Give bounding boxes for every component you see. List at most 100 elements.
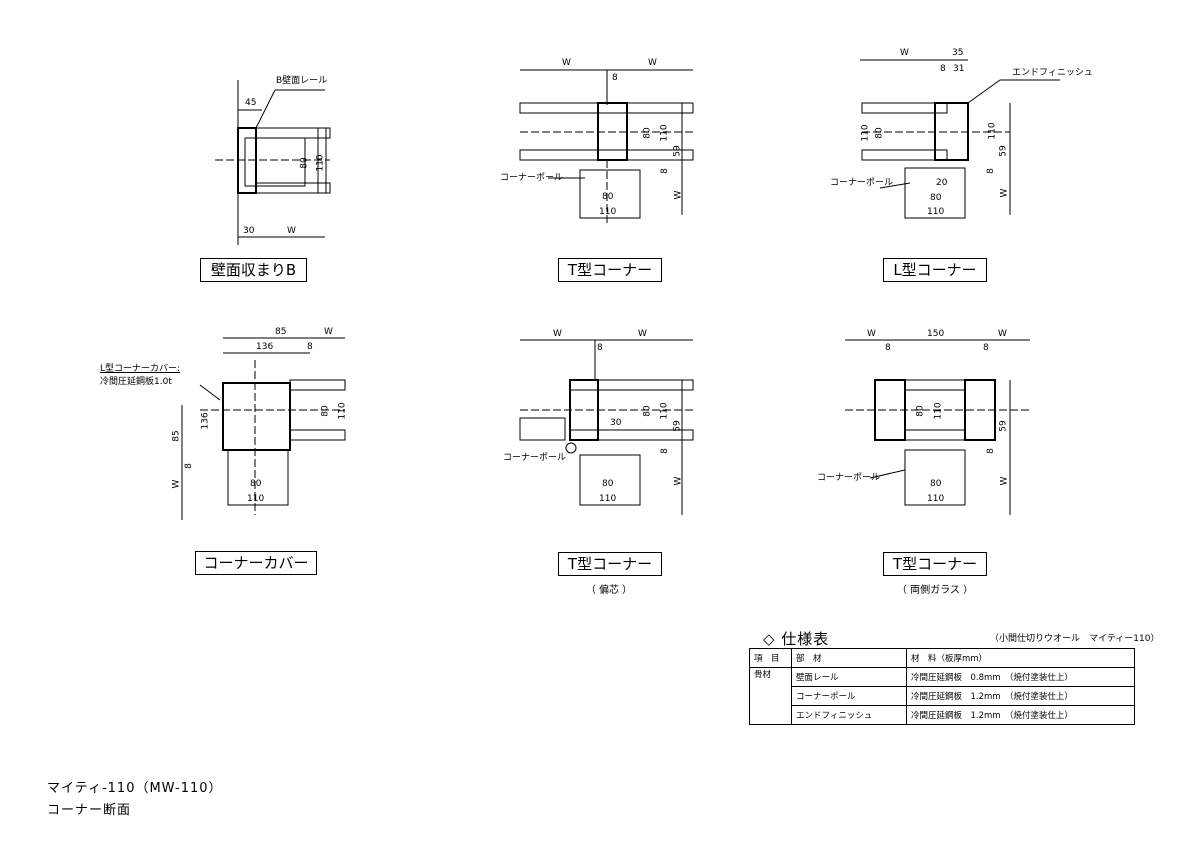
table-row: コーナーポール 冷間圧延鋼板 1.2mm （焼付塗装仕上） bbox=[750, 686, 1135, 706]
dim-label: 80 bbox=[642, 127, 653, 139]
dim-label: 80 bbox=[602, 192, 614, 202]
diagram-l-corner bbox=[860, 59, 1060, 219]
dim-label: 8 bbox=[183, 463, 194, 469]
dim-label: 110 bbox=[659, 402, 670, 420]
dim-label: 110 bbox=[927, 494, 945, 504]
leader-label: L型コーナーカバー: bbox=[100, 364, 181, 374]
dim-label: 30 bbox=[243, 226, 255, 236]
dim-label: 59 bbox=[672, 420, 683, 432]
header-part: 部 材 bbox=[791, 648, 907, 668]
dim-label: 35 bbox=[952, 48, 964, 58]
dim-label: 31 bbox=[953, 64, 965, 74]
dim-label: 110 bbox=[599, 207, 617, 217]
dim-label: W bbox=[171, 479, 182, 489]
dim-label: 8 bbox=[659, 168, 670, 174]
dim-label: 136 bbox=[200, 412, 211, 430]
dim-label: 8 bbox=[885, 343, 891, 353]
dim-label: W bbox=[867, 329, 876, 339]
diagram-title: L型コーナー bbox=[883, 258, 987, 282]
dim-label: 80 bbox=[915, 405, 926, 417]
dim-label: W bbox=[998, 329, 1007, 339]
dim-label: 80 bbox=[250, 479, 262, 489]
dim-label: W bbox=[562, 58, 571, 68]
dim-label: W bbox=[999, 476, 1010, 486]
part-cell: 壁面レール bbox=[791, 667, 907, 687]
leader-label: 冷間圧延鋼板1.0t bbox=[100, 377, 172, 387]
dim-label: 8 bbox=[985, 448, 996, 454]
table-row: 骨材 壁面レール 冷間圧延鋼板 0.8mm （焼付塗装仕上） bbox=[749, 667, 1135, 725]
table-row: エンドフィニッシュ 冷間圧延鋼板 1.2mm （焼付塗装仕上） bbox=[750, 705, 1135, 725]
dim-label: 80 bbox=[320, 405, 331, 417]
dim-label: 110 bbox=[933, 402, 944, 420]
diagram-t-corner bbox=[519, 69, 694, 225]
dim-label: 8 bbox=[307, 342, 313, 352]
dim-label: W bbox=[287, 226, 296, 236]
leader-label: コーナーポール bbox=[830, 178, 894, 188]
dim-label: 136 bbox=[256, 342, 274, 352]
dim-label: W bbox=[999, 188, 1010, 198]
dim-label: 110 bbox=[315, 154, 326, 172]
dim-label: 110 bbox=[860, 124, 871, 142]
diagram-corner-cover bbox=[181, 337, 346, 520]
diagram-wall-b bbox=[215, 80, 331, 245]
dim-label: 8 bbox=[940, 64, 946, 74]
dim-label: 80 bbox=[930, 479, 942, 489]
diagram-title: コーナーカバー bbox=[195, 551, 317, 575]
dim-label: 110 bbox=[337, 402, 348, 420]
spec-table: 項 目 部 材 材 料（板厚mm） 骨材 壁面レール 冷間圧延鋼板 0.8mm … bbox=[749, 648, 1135, 725]
header-material: 材 料（板厚mm） bbox=[906, 648, 1135, 668]
leader-label: エンドフィニッシュ bbox=[1012, 68, 1093, 78]
dim-label: 8 bbox=[597, 343, 603, 353]
material-cell: 冷間圧延鋼板 1.2mm （焼付塗装仕上） bbox=[906, 705, 1135, 725]
dim-label: W bbox=[900, 48, 909, 58]
material-cell: 冷間圧延鋼板 1.2mm （焼付塗装仕上） bbox=[906, 686, 1135, 706]
dim-label: W bbox=[673, 190, 684, 200]
dim-label: 80 bbox=[642, 405, 653, 417]
diagram-title: T型コーナー bbox=[558, 552, 662, 576]
dim-label: 45 bbox=[245, 98, 257, 108]
dim-label: W bbox=[638, 329, 647, 339]
dim-label: 8 bbox=[659, 448, 670, 454]
material-cell: 冷間圧延鋼板 0.8mm （焼付塗装仕上） bbox=[906, 667, 1135, 687]
dim-label: W bbox=[648, 58, 657, 68]
dim-label: 150 bbox=[927, 329, 945, 339]
dim-label: 8 bbox=[983, 343, 989, 353]
diagram-title: T型コーナー bbox=[883, 552, 987, 576]
dim-label: W bbox=[673, 476, 684, 486]
drawing-title-line2: コーナー断面 bbox=[47, 803, 132, 818]
dim-label: 110 bbox=[987, 122, 998, 140]
dim-label: 59 bbox=[998, 145, 1009, 157]
table-header-row: 項 目 部 材 材 料（板厚mm） bbox=[749, 648, 1135, 668]
header-item: 項 目 bbox=[749, 648, 792, 668]
dim-label: 85 bbox=[171, 430, 182, 442]
leader-label: コーナーポール bbox=[817, 473, 881, 483]
dim-label: 110 bbox=[659, 124, 670, 142]
leader-label: コーナーポール bbox=[500, 173, 564, 183]
diagram-title: 壁面収まりB bbox=[200, 258, 307, 282]
diagram-t-corner-glass bbox=[845, 339, 1030, 515]
leader-label: B壁面レール bbox=[276, 76, 328, 86]
spec-title: ◇ 仕様表 bbox=[763, 630, 830, 648]
leader-label: コーナーポール bbox=[503, 453, 567, 463]
dim-label: 80 bbox=[930, 193, 942, 203]
dim-label: 20 bbox=[936, 178, 948, 188]
diagram-t-corner-offset bbox=[519, 339, 694, 515]
dim-label: 30 bbox=[610, 418, 622, 428]
dim-label: 59 bbox=[998, 420, 1009, 432]
dim-label: 80 bbox=[299, 157, 310, 169]
category-cell: 骨材 bbox=[749, 667, 792, 725]
dim-label: 59 bbox=[672, 145, 683, 157]
dim-label: 8 bbox=[985, 168, 996, 174]
dim-label: 110 bbox=[927, 207, 945, 217]
dim-label: W bbox=[324, 327, 333, 337]
diagram-title: T型コーナー bbox=[558, 258, 662, 282]
spec-subtitle: （小間仕切りウオール マイティー110） bbox=[990, 634, 1160, 644]
diagram-subtitle: （ 両側ガラス ） bbox=[896, 585, 974, 596]
dim-label: W bbox=[553, 329, 562, 339]
dim-label: 110 bbox=[247, 494, 265, 504]
diagram-subtitle: （ 偏芯 ） bbox=[585, 585, 633, 596]
dim-label: 8 bbox=[612, 73, 618, 83]
dim-label: 80 bbox=[874, 127, 885, 139]
part-cell: エンドフィニッシュ bbox=[791, 705, 907, 725]
